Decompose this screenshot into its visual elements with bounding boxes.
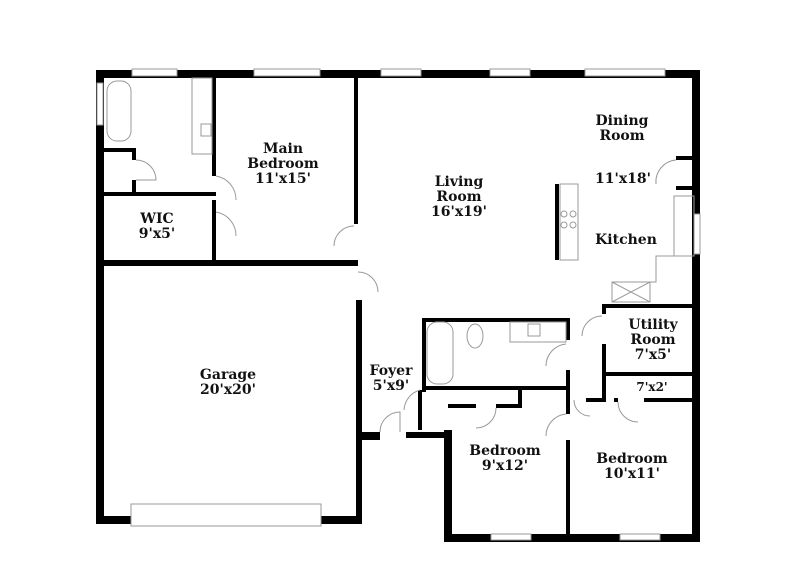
- room-dims: 10'x11': [604, 466, 660, 482]
- room-dims: 11'x15': [255, 171, 311, 187]
- room-label-garage: Garage 20'x20': [200, 368, 256, 398]
- room-label-kitchen: Kitchen: [595, 233, 657, 248]
- room-name: Dining Room: [595, 113, 649, 144]
- room-name: Kitchen: [595, 232, 657, 248]
- room-name: Bedroom: [596, 451, 668, 467]
- room-dims: 7'x2': [636, 380, 668, 394]
- room-dims: 9'x5': [138, 226, 176, 242]
- room-dims: 5'x9': [372, 378, 410, 394]
- room-label-main-bedroom: Main Bedroom 11'x15': [247, 142, 318, 187]
- room-name: Living Room: [434, 174, 484, 205]
- room-label-closet: 7'x2': [636, 380, 667, 395]
- room-dims: 11'x18': [595, 171, 651, 187]
- room-name: Utility Room: [628, 317, 678, 348]
- room-name: WIC: [140, 211, 174, 227]
- room-name: Garage: [199, 367, 257, 383]
- room-label-utility-room: Utility Room 7'x5': [628, 318, 677, 363]
- room-name: Bedroom: [469, 443, 541, 459]
- room-label-dining-room: Dining Room: [596, 114, 649, 144]
- room-label-bedroom-2: Bedroom 9'x12': [469, 444, 540, 474]
- room-label-living-room: Living Room 16'x19': [431, 175, 487, 220]
- room-label-foyer: Foyer 5'x9': [370, 364, 413, 394]
- room-label-wic: WIC 9'x5': [139, 212, 175, 242]
- room-dims: 9'x12': [481, 458, 529, 474]
- room-label-bedroom-3: Bedroom 10'x11': [596, 452, 667, 482]
- room-label-dining-dims: 11'x18': [595, 172, 651, 187]
- fixtures: [106, 77, 695, 437]
- room-dims: 20'x20': [200, 382, 256, 398]
- windows: [96, 68, 701, 541]
- room-dims: 16'x19': [431, 204, 487, 220]
- room-dims: 7'x5': [634, 347, 672, 363]
- room-name: Foyer: [369, 363, 413, 379]
- room-name: Main Bedroom: [247, 141, 319, 172]
